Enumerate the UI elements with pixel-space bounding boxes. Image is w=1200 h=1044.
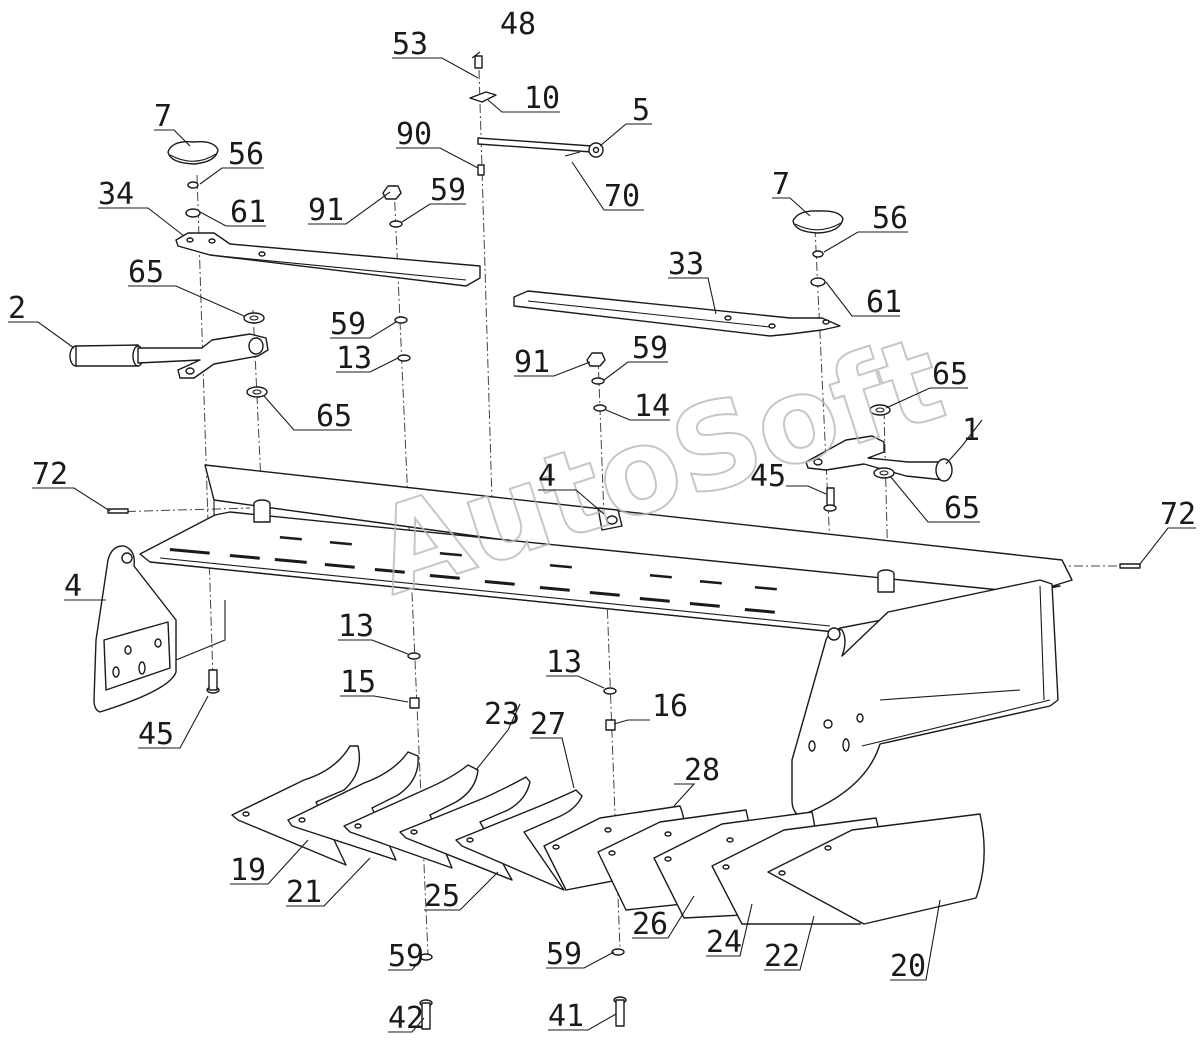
callout-labels: 53 48 10 90 5 70 7 56 61 34 91 59 7 56 3… [8,7,1196,1036]
callout-5: 5 [632,93,650,128]
washer-65-r1 [869,404,891,416]
washer-59-right [591,377,605,385]
callout-34: 34 [98,177,134,212]
callout-7-right: 7 [772,167,790,202]
callout-4-left: 4 [64,569,82,604]
washer-13-lower-left [407,652,421,660]
callout-7-left: 7 [154,99,172,134]
side-plate-4-left [93,545,226,713]
bolt-41 [613,996,627,1027]
lever-2 [69,333,269,379]
main-frame [139,464,1073,633]
callout-28: 28 [684,753,720,788]
callout-61-right: 61 [866,285,902,320]
callout-1: 1 [962,413,980,448]
callout-56-left: 56 [228,137,264,172]
callout-59-top: 59 [430,173,466,208]
washer-61-left [185,208,201,218]
callout-10: 10 [524,81,560,116]
pin-72-right [1119,563,1141,569]
callout-56-right: 56 [872,201,908,236]
callout-42: 42 [388,1001,424,1036]
washer-65-r2 [873,467,895,479]
callout-23: 23 [484,697,520,732]
callout-48: 48 [500,7,536,42]
callout-2: 2 [8,291,26,326]
callout-65-top-right: 65 [932,357,968,392]
callout-25: 25 [424,879,460,914]
callout-59-mid: 59 [330,307,366,342]
callout-4-center: 4 [538,459,556,494]
callout-65-lower-left: 65 [316,399,352,434]
spacer-16 [605,719,616,731]
pin-70 [564,151,581,157]
callout-41: 41 [548,999,584,1034]
pin-72-left [107,508,129,514]
callout-53: 53 [392,27,428,62]
washer-59-bottom-left [419,953,433,961]
strap-33 [513,290,841,337]
washer-65-l1 [243,312,265,324]
bolt-42 [419,999,433,1030]
washer-65-l2 [246,386,268,398]
callout-13-mid: 13 [336,341,372,376]
callout-70: 70 [604,179,640,214]
washer-56-right [812,250,824,258]
side-plate-4-right [791,579,1059,817]
bolt-90 [477,164,485,176]
lever-1 [805,435,953,482]
callout-72-left: 72 [32,457,68,492]
callout-59-bottom-left: 59 [388,939,424,974]
washer-14 [593,404,607,412]
divider-blades [231,745,985,925]
washer-13-mid [397,354,411,362]
callout-33: 33 [668,247,704,282]
callout-13-lower-right: 13 [546,645,582,680]
callout-20: 20 [890,949,926,984]
washer-13-lower-right [603,687,617,695]
callout-26: 26 [632,907,668,942]
callout-90: 90 [396,117,432,152]
callout-59-bottom-right: 59 [546,937,582,972]
callout-59-right: 59 [632,331,668,366]
callout-leaders [8,51,1196,1033]
callout-13-lower-left: 13 [338,609,374,644]
callout-61-left: 61 [230,195,266,230]
screw-48 [474,55,483,69]
washer-59-mid [394,316,408,324]
nut-91-right [586,352,606,367]
callout-91-top: 91 [308,193,344,228]
callout-22: 22 [764,939,800,974]
callout-19: 19 [230,853,266,888]
washer-56-left [187,181,199,189]
callout-21: 21 [286,875,322,910]
callout-45-upper: 45 [750,459,786,494]
callout-24: 24 [706,925,742,960]
callout-65-top-left: 65 [128,255,164,290]
spacer-15 [409,697,420,709]
washer-59-top [389,220,403,228]
callout-45-lower: 45 [138,717,174,752]
rod-5 [477,137,604,158]
knob-7-left [167,140,219,165]
knob-7-right [792,210,844,234]
callout-72-right: 72 [1160,497,1196,532]
bolt-45-upper [823,487,837,512]
callout-14: 14 [634,389,670,424]
callout-15: 15 [340,665,376,700]
bolt-45-lower [206,669,220,694]
washer-61-right [810,277,826,287]
strap-34 [175,232,481,287]
callout-16: 16 [652,689,688,724]
washer-59-bottom-right [611,948,625,956]
callout-91-right: 91 [514,345,550,380]
callout-65-lower-right: 65 [944,491,980,526]
bracket-10 [469,91,497,103]
nut-91-top [382,185,402,200]
callout-27: 27 [530,707,566,742]
plate-slots [169,536,777,614]
